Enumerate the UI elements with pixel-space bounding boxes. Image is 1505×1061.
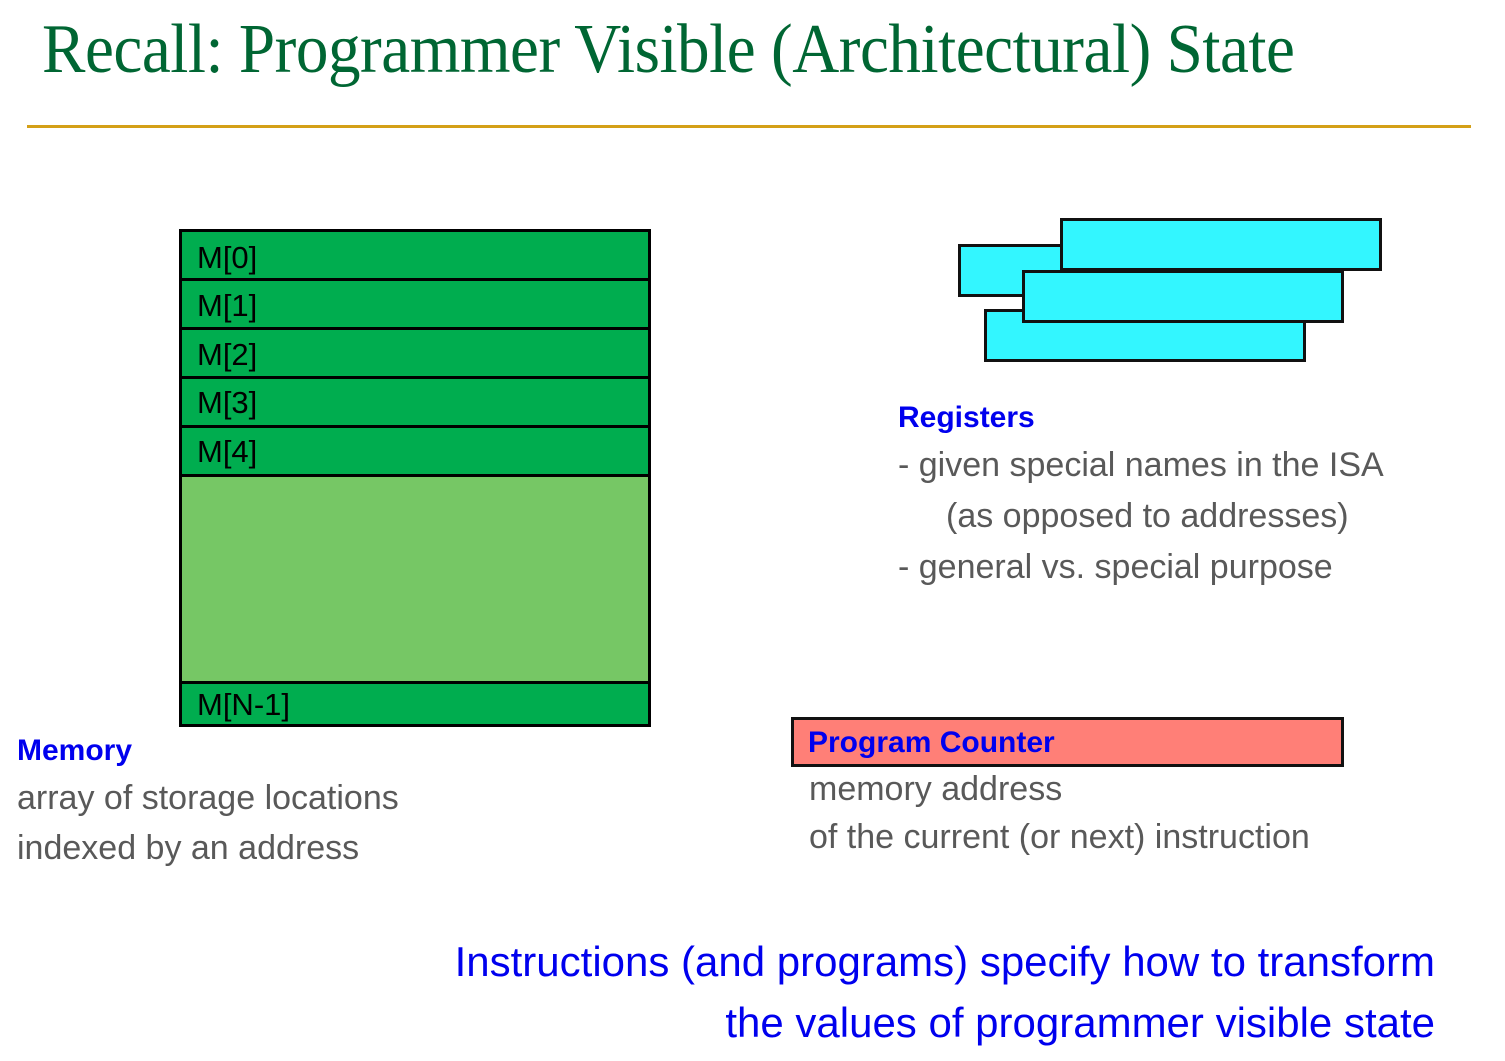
memory-cell: M[2] [182, 330, 648, 379]
memory-cell-label: M[4] [197, 434, 258, 469]
memory-cell-label: M[3] [197, 385, 258, 420]
memory-gap-region [182, 477, 648, 684]
memory-cell: M[0] [182, 232, 648, 281]
memory-heading: Memory [17, 734, 133, 767]
memory-cell-label: M[2] [197, 337, 258, 372]
memory-cell-label: M[1] [197, 288, 258, 323]
memory-cell: M[4] [182, 428, 648, 477]
registers-bullet: - given special names in the ISA [898, 446, 1384, 484]
program-counter-heading: Program Counter [808, 726, 1055, 759]
memory-description-line: indexed by an address [17, 829, 360, 867]
memory-cell-label: M[0] [197, 240, 258, 275]
program-counter-box: Program Counter [791, 717, 1344, 767]
memory-cell-last: M[N-1] [182, 684, 648, 724]
memory-cell: M[3] [182, 379, 648, 428]
program-counter-description-line: of the current (or next) instruction [809, 818, 1310, 856]
memory-cell-label: M[N-1] [197, 687, 290, 722]
register-box [1060, 218, 1382, 271]
footer-statement-line: Instructions (and programs) specify how … [454, 938, 1435, 985]
register-box [1022, 270, 1344, 323]
registers-bullet: - general vs. special purpose [898, 548, 1333, 586]
memory-description-line: array of storage locations [17, 779, 399, 817]
title-divider [27, 125, 1471, 128]
footer-statement-line: the values of programmer visible state [725, 999, 1435, 1046]
registers-bullet-continuation: (as opposed to addresses) [946, 497, 1349, 535]
program-counter-description-line: memory address [809, 770, 1063, 808]
slide-title: Recall: Programmer Visible (Architectura… [42, 11, 1295, 88]
memory-cell: M[1] [182, 281, 648, 330]
memory-array: M[0] M[1] M[2] M[3] M[4] M[N-1] [179, 229, 651, 727]
registers-heading: Registers [898, 401, 1035, 434]
